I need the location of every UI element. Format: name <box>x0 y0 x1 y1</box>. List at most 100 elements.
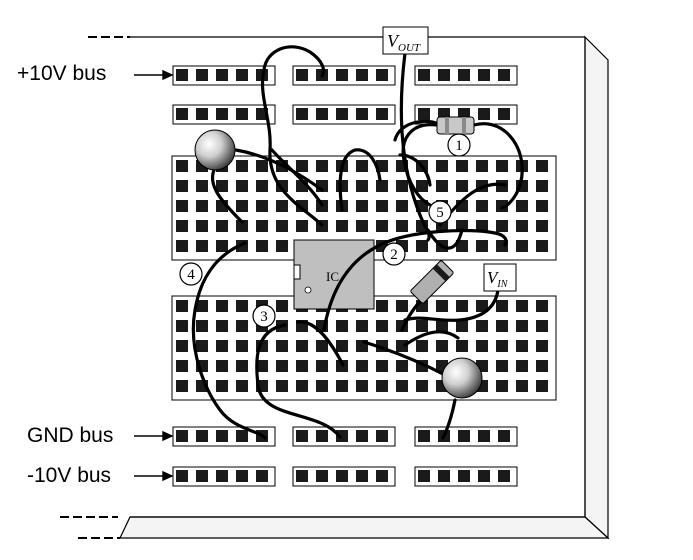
hole <box>356 320 368 332</box>
hole <box>256 360 268 372</box>
hole <box>296 470 308 482</box>
hole <box>478 108 490 120</box>
wire-jumper-5b <box>398 153 432 187</box>
hole <box>416 240 428 252</box>
hole <box>296 340 308 352</box>
hole <box>336 320 348 332</box>
hole <box>196 430 208 442</box>
hole <box>476 220 488 232</box>
hole <box>418 108 430 120</box>
marker-3-circle <box>252 304 276 328</box>
diode <box>410 260 454 304</box>
hole <box>296 220 308 232</box>
hole <box>376 380 388 392</box>
hole <box>176 360 188 372</box>
wire-diode-down <box>426 228 464 250</box>
hole <box>276 300 288 312</box>
hole <box>416 320 428 332</box>
hole <box>356 180 368 192</box>
hole <box>336 340 348 352</box>
hole <box>456 160 468 172</box>
wire-cap-bottom-left <box>362 340 447 377</box>
hole <box>196 340 208 352</box>
hole <box>476 320 488 332</box>
wire-cap-top-left <box>210 168 244 224</box>
hole <box>536 320 548 332</box>
hole <box>176 380 188 392</box>
marker-1: 1 <box>455 138 463 154</box>
hole <box>216 69 228 81</box>
hole <box>516 360 528 372</box>
hole <box>496 320 508 332</box>
hole <box>276 380 288 392</box>
hole <box>516 380 528 392</box>
hole <box>296 69 308 81</box>
wire-ic-top-to-row <box>270 148 324 207</box>
hole <box>236 360 248 372</box>
hole <box>176 430 188 442</box>
hole <box>216 320 228 332</box>
hole <box>476 300 488 312</box>
hole <box>296 380 308 392</box>
wire-ic-top-left-to-plus10 <box>260 45 326 227</box>
hole <box>496 340 508 352</box>
hole <box>516 200 528 212</box>
hole <box>196 470 208 482</box>
hole <box>496 200 508 212</box>
hole <box>498 108 510 120</box>
hole <box>256 220 268 232</box>
wire-4 <box>191 241 267 440</box>
hole <box>516 340 528 352</box>
hole <box>536 300 548 312</box>
hole <box>336 430 348 442</box>
hole <box>196 320 208 332</box>
hole <box>316 108 328 120</box>
hole <box>236 200 248 212</box>
wire-cap-to-gnd <box>441 398 457 440</box>
marker-5-circle <box>428 200 452 224</box>
hole <box>176 200 188 212</box>
hole <box>216 180 228 192</box>
hole <box>376 200 388 212</box>
hole <box>438 470 450 482</box>
hole <box>196 180 208 192</box>
hole <box>436 180 448 192</box>
hole <box>276 200 288 212</box>
hole <box>196 220 208 232</box>
hole <box>396 300 408 312</box>
hole <box>436 160 448 172</box>
hole <box>498 430 510 442</box>
hole <box>276 220 288 232</box>
hole <box>516 320 528 332</box>
hole <box>396 340 408 352</box>
hole <box>536 180 548 192</box>
hole <box>396 380 408 392</box>
hole <box>216 240 228 252</box>
hole <box>456 300 468 312</box>
wire-resistor-left <box>401 123 439 207</box>
hole <box>256 240 268 252</box>
hole <box>216 220 228 232</box>
ic-label: IC <box>326 269 339 284</box>
wire-vin-lead <box>403 288 500 322</box>
hole <box>316 160 328 172</box>
hole <box>236 430 248 442</box>
hole <box>196 300 208 312</box>
hole <box>176 320 188 332</box>
hole <box>356 430 368 442</box>
hole <box>456 240 468 252</box>
hole <box>296 430 308 442</box>
hole <box>176 340 188 352</box>
hole <box>316 470 328 482</box>
hole <box>376 470 388 482</box>
hole <box>376 108 388 120</box>
wire-3-right <box>296 320 345 367</box>
hole <box>516 300 528 312</box>
marker-1-circle <box>447 133 471 157</box>
wire-diag-2 <box>322 228 508 332</box>
hole <box>356 200 368 212</box>
hole <box>476 200 488 212</box>
capacitor-top <box>194 129 236 171</box>
hole <box>236 108 248 120</box>
